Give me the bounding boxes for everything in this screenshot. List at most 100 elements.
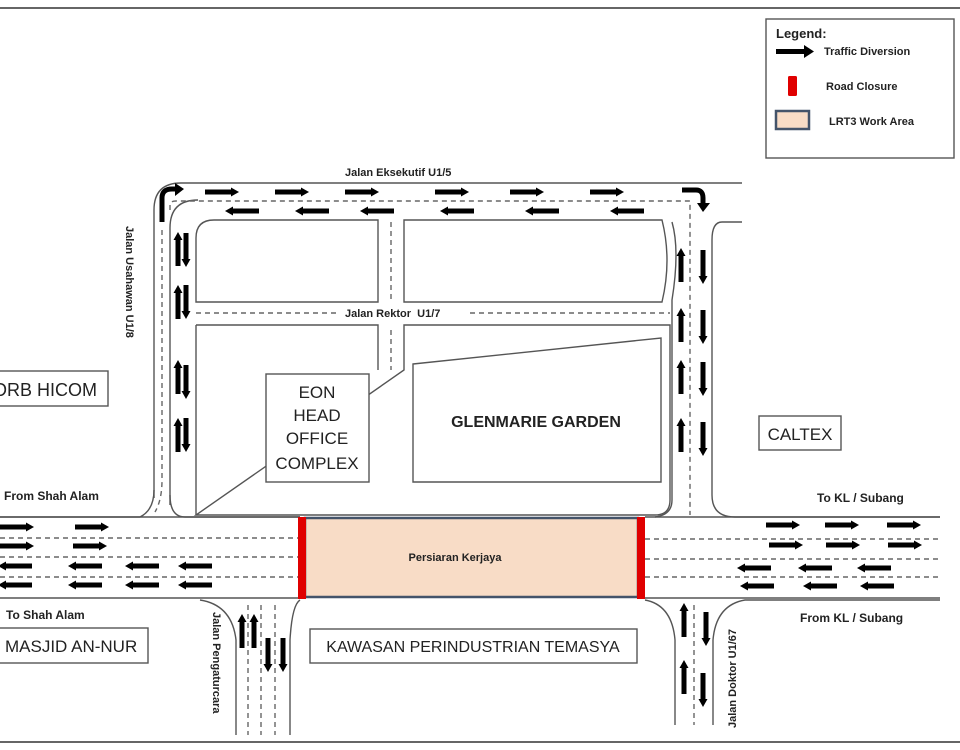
- arrow-west-icon: [225, 206, 259, 216]
- arrow-west-icon: [803, 581, 837, 591]
- label-jalan-eksekutif: Jalan Eksekutif U1/5: [345, 167, 451, 179]
- arrow-east-icon: [73, 541, 107, 551]
- legend: Legend: Traffic Diversion Road Closure L…: [765, 18, 955, 159]
- landmark-masjid-an-nur: MASJID AN-NUR: [0, 627, 149, 664]
- svg-text:CALTEX: CALTEX: [768, 425, 833, 444]
- arrow-west-icon: [178, 580, 212, 590]
- arrow-south-icon: [698, 250, 708, 284]
- lrt3-work-area: Persiaran Kerjaya: [303, 516, 640, 599]
- arrow-east-icon: [887, 520, 921, 530]
- legend-title: Legend:: [776, 26, 827, 41]
- arrow-west-icon: [740, 581, 774, 591]
- arrow-west-icon: [857, 563, 891, 573]
- arrow-east-icon: [510, 187, 544, 197]
- arrow-north-icon: [679, 660, 689, 694]
- label-to-shah-alam: To Shah Alam: [6, 608, 85, 622]
- svg-text:Jalan Pengaturcara: Jalan Pengaturcara: [210, 612, 222, 714]
- arrow-north-icon: [676, 418, 686, 452]
- arrow-east-icon: [826, 540, 860, 550]
- svg-text:KAWASAN PERINDUSTRIAN TEMASYA: KAWASAN PERINDUSTRIAN TEMASYA: [326, 639, 620, 656]
- block-nw: [195, 219, 379, 303]
- arrow-east-icon: [766, 520, 800, 530]
- label-jalan-usahawan: Jalan Usahawan U1/8: [123, 226, 135, 338]
- svg-text:OFFICE: OFFICE: [286, 429, 348, 448]
- svg-text:COMPLEX: COMPLEX: [275, 454, 358, 473]
- road-closure-east: [637, 517, 645, 599]
- arrow-right-icon: [776, 45, 814, 58]
- landmark-kawasan-temasya: KAWASAN PERINDUSTRIAN TEMASYA: [309, 628, 638, 664]
- arrow-east-icon: [590, 187, 624, 197]
- svg-text:Jalan Doktor U1/67: Jalan Doktor U1/67: [727, 629, 739, 728]
- road-jalan-eksekutif: Jalan Eksekutif U1/5: [153, 167, 742, 515]
- arrow-west-icon: [295, 206, 329, 216]
- road-east-side: [654, 221, 940, 518]
- arrow-south-icon: [698, 673, 708, 707]
- arrow-north-icon: [676, 308, 686, 342]
- arrow-south-icon: [181, 233, 191, 267]
- arrow-west-icon: [68, 561, 102, 571]
- arrow-west-icon: [737, 563, 771, 573]
- arrow-north-icon: [173, 285, 183, 319]
- arrow-east-icon: [435, 187, 469, 197]
- legend-label-closure: Road Closure: [826, 81, 898, 93]
- arrow-west-icon: [798, 563, 832, 573]
- arrow-east-icon: [275, 187, 309, 197]
- legend-label-diversion: Traffic Diversion: [824, 46, 910, 58]
- arrow-south-icon: [181, 418, 191, 452]
- svg-text:GLENMARIE GARDEN: GLENMARIE GARDEN: [451, 414, 621, 431]
- road-jalan-doktor: Jalan Doktor U1/67: [644, 599, 940, 728]
- block-ne: [403, 219, 668, 303]
- label-jalan-rektor: Jalan Rektor U1/7: [345, 308, 440, 320]
- arrow-north-icon: [173, 418, 183, 452]
- arrow-west-icon: [125, 580, 159, 590]
- arrow-west-icon: [360, 206, 394, 216]
- landmark-caltex: CALTEX: [758, 415, 842, 451]
- arrow-south-icon: [698, 362, 708, 396]
- arrow-west-icon: [440, 206, 474, 216]
- label-from-kl: From KL / Subang: [800, 611, 903, 625]
- work-area-icon: [774, 109, 811, 131]
- arrow-south-icon: [698, 422, 708, 456]
- arrow-north-icon: [173, 232, 183, 266]
- turn-arrow-nw-icon: [159, 186, 176, 222]
- turn-arrow-ne-icon: [682, 187, 706, 204]
- landmark-eon: EON HEAD OFFICE COMPLEX: [265, 373, 370, 483]
- arrow-west-icon: [525, 206, 559, 216]
- arrow-west-icon: [0, 580, 32, 590]
- arrow-east-icon: [825, 520, 859, 530]
- road-jalan-rektor: Jalan Rektor U1/7: [196, 222, 670, 370]
- arrow-north-icon: [679, 603, 689, 637]
- svg-text:MASJID AN-NUR: MASJID AN-NUR: [5, 637, 137, 656]
- arrow-south-icon: [701, 612, 711, 646]
- landmark-drb-hicom: DRB HICOM: [0, 370, 109, 407]
- arrow-north-icon: [249, 614, 259, 648]
- label-to-kl: To KL / Subang: [817, 491, 904, 505]
- road-closure-icon: [788, 76, 797, 96]
- arrow-south-icon: [698, 310, 708, 344]
- arrow-west-icon: [860, 581, 894, 591]
- label-from-shah-alam: From Shah Alam: [4, 489, 99, 503]
- turn-arrow-nw-head: [175, 183, 184, 196]
- arrow-west-icon: [178, 561, 212, 571]
- diversion-arrows: [0, 187, 922, 707]
- arrow-west-icon: [0, 561, 32, 571]
- arrow-west-icon: [125, 561, 159, 571]
- arrow-south-icon: [181, 365, 191, 399]
- landmark-glenmarie-garden: GLENMARIE GARDEN: [412, 337, 662, 483]
- arrow-south-icon: [263, 638, 273, 672]
- arrow-east-icon: [769, 540, 803, 550]
- arrow-north-icon: [676, 360, 686, 394]
- arrow-east-icon: [75, 522, 109, 532]
- arrow-east-icon: [0, 522, 34, 532]
- road-west-center: [154, 230, 163, 513]
- arrow-east-icon: [205, 187, 239, 197]
- svg-text:HEAD: HEAD: [293, 406, 340, 425]
- arrow-south-icon: [278, 638, 288, 672]
- arrow-north-icon: [237, 614, 247, 648]
- road-closure-west: [298, 517, 306, 599]
- svg-text:EON: EON: [299, 383, 336, 402]
- legend-label-work-area: LRT3 Work Area: [829, 116, 915, 128]
- road-persiaran-kerjaya: [0, 516, 940, 599]
- road-jalan-pengaturcara: Jalan Pengaturcara: [199, 599, 301, 735]
